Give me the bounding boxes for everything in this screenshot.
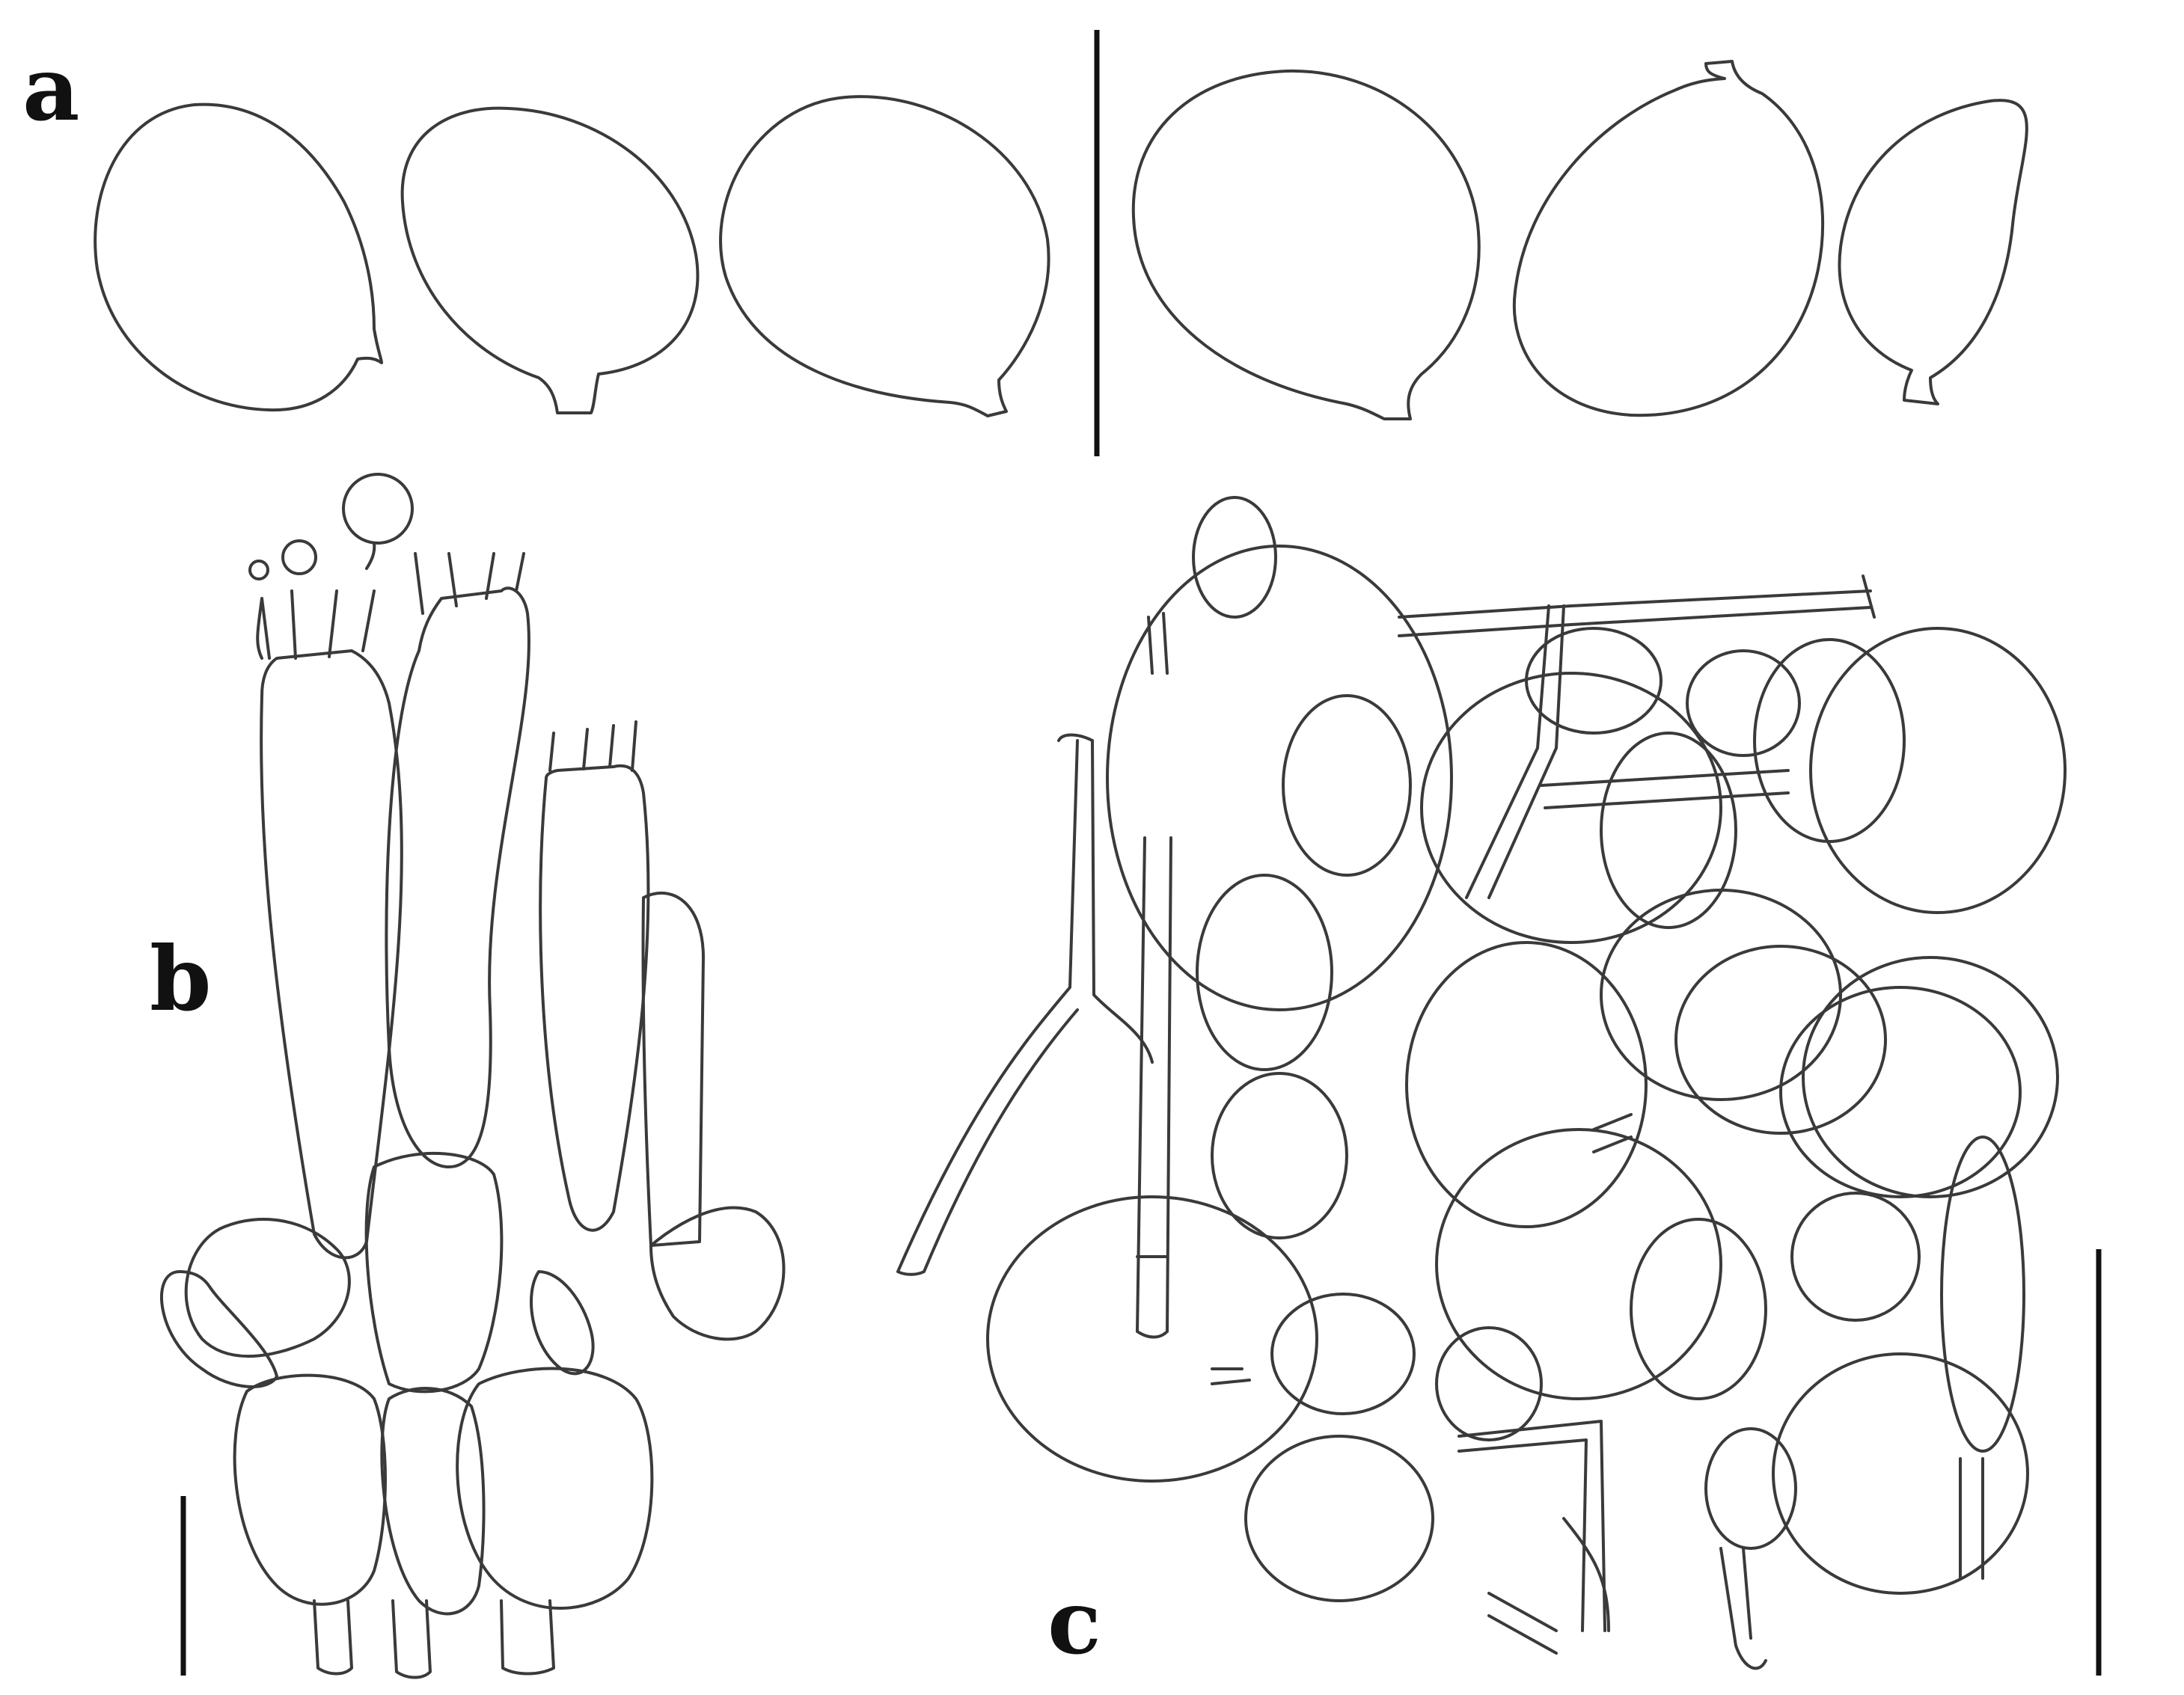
basal-cell-2 — [160, 1270, 278, 1388]
inflated-cell-10 — [1525, 627, 1663, 735]
spore-2 — [400, 106, 700, 414]
inflated-cell-6 — [1600, 732, 1737, 929]
basal-hypha-3 — [500, 1599, 555, 1676]
basidiospore-1 — [342, 473, 414, 545]
inflated-cell-9 — [1779, 986, 2022, 1198]
panel-b-basidia — [160, 473, 786, 1679]
hypha-branch-top — [1465, 604, 1790, 899]
inflated-cell-7 — [1753, 638, 1906, 843]
sterigma-1 — [365, 542, 376, 570]
inflated-cell-4 — [1270, 1293, 1416, 1415]
basidium-middle-sterigmata — [414, 552, 525, 615]
large-cell-2 — [986, 1195, 1318, 1483]
large-cell-6 — [1600, 889, 1842, 1101]
basidium-middle — [385, 586, 530, 1168]
basal-hypha-2 — [391, 1599, 432, 1679]
basidium-left — [260, 649, 403, 1260]
spore-6 — [1838, 99, 2028, 405]
hypha-stalk-3 — [1592, 1113, 1633, 1153]
hypha-left-vertical — [1136, 836, 1172, 1339]
basidium-left-sterigmata — [256, 589, 376, 660]
hypha-top-horizontal — [1398, 574, 1876, 637]
basidium-right-sterigmata — [548, 720, 637, 772]
basal-cell-5 — [530, 1270, 595, 1376]
large-cell-3 — [1420, 672, 1722, 944]
inflated-cell-1 — [1192, 496, 1277, 619]
inflated-cell-16 — [1244, 1435, 1434, 1602]
basal-cell-7 — [380, 1387, 486, 1616]
hypha-stalk-4 — [1719, 1547, 1767, 1670]
inflated-cell-11 — [1686, 649, 1801, 757]
inflated-cell-17 — [1704, 1427, 1797, 1550]
spore-1 — [94, 102, 383, 412]
hypha-stalk-5 — [1487, 1592, 1558, 1655]
inflated-cell-8 — [1674, 945, 1887, 1135]
inflated-cell-13 — [1630, 1218, 1767, 1400]
large-cell-7 — [1435, 1128, 1722, 1400]
large-cell-4 — [1809, 627, 2067, 914]
large-cell-8 — [1772, 1352, 2029, 1595]
basidiospore-2 — [281, 539, 317, 575]
panel-label-b: b — [150, 927, 212, 1031]
spore-5 — [1512, 60, 1825, 417]
panel-label-c: c — [1047, 1570, 1101, 1674]
inflated-cell-12 — [1282, 694, 1412, 877]
basal-cell-4 — [649, 1206, 786, 1341]
inflated-cell-2 — [1196, 874, 1333, 1071]
large-cell-5 — [1802, 956, 2059, 1198]
spore-4 — [1131, 69, 1481, 420]
basal-cell-6 — [233, 1373, 387, 1606]
large-cell-1 — [1106, 545, 1453, 1011]
hypha-stalk-2 — [1211, 1367, 1251, 1385]
basal-cell-3 — [364, 1151, 504, 1394]
basal-hypha-1 — [313, 1599, 353, 1676]
hypha-stalk-6 — [1959, 1457, 1984, 1580]
inflated-cell-3 — [1211, 1072, 1348, 1239]
inflated-cell-14 — [1790, 1192, 1921, 1322]
spore-3 — [719, 95, 1050, 417]
panel-label-a: a — [22, 37, 80, 141]
inflated-cell-15 — [1435, 1326, 1543, 1441]
inflated-cell-5 — [1405, 941, 1648, 1228]
basidiospore-3 — [248, 560, 269, 580]
panel-c-pileipellis — [896, 496, 2102, 1676]
basal-cell-8 — [456, 1367, 654, 1610]
panel-a-spores — [94, 30, 2028, 456]
hypha-left-forked — [896, 733, 1154, 1276]
elongate-cell — [1940, 1135, 2025, 1453]
basidiole-right — [641, 892, 705, 1247]
basidium-right — [539, 764, 650, 1232]
hypha-bottom-branch — [1457, 1420, 1610, 1632]
basal-cell-1 — [184, 1218, 351, 1358]
hypha-stalk-1 — [1147, 612, 1169, 675]
